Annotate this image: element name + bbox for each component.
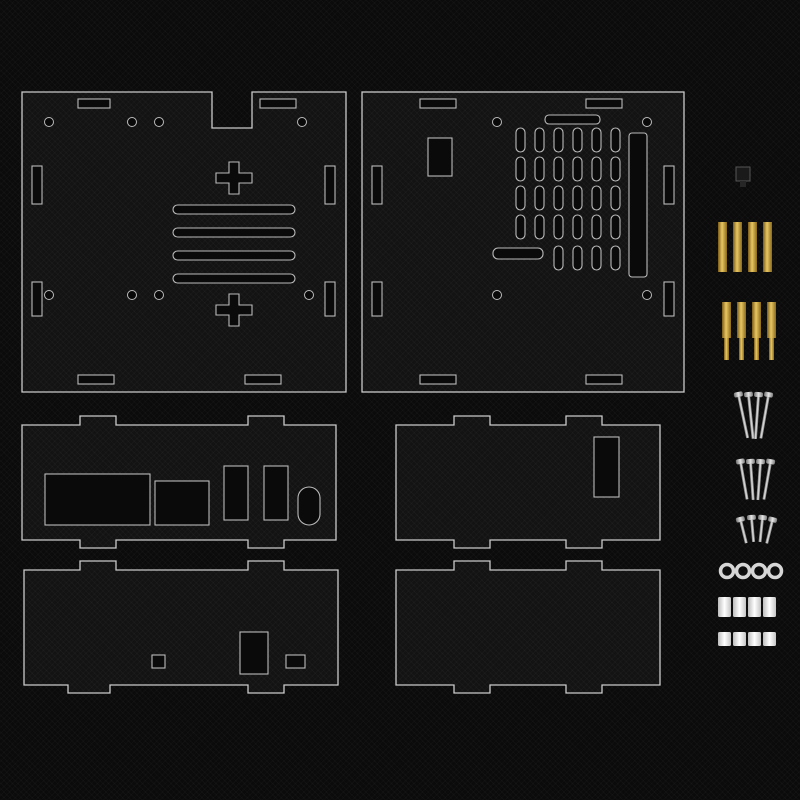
- brass-standoffs-long: [718, 222, 772, 272]
- nylon-spacers-short: [718, 632, 776, 646]
- black-nut: [735, 166, 751, 187]
- side-panel-plain: [395, 560, 661, 694]
- medium-screws: [735, 458, 776, 501]
- hardware-set: [718, 166, 784, 646]
- short-screws: [735, 514, 778, 544]
- side-panel-slot: [395, 415, 661, 549]
- side-panel-ports: [21, 415, 337, 549]
- top-panel: [21, 91, 347, 393]
- bottom-panel: [361, 91, 685, 393]
- vent-slot-grid: [515, 127, 621, 271]
- hex-nuts: [718, 562, 784, 580]
- nylon-spacers-long: [718, 597, 776, 617]
- brass-standoffs-threaded: [722, 302, 776, 360]
- long-screws: [733, 391, 774, 440]
- side-panel-small-ports: [23, 560, 339, 694]
